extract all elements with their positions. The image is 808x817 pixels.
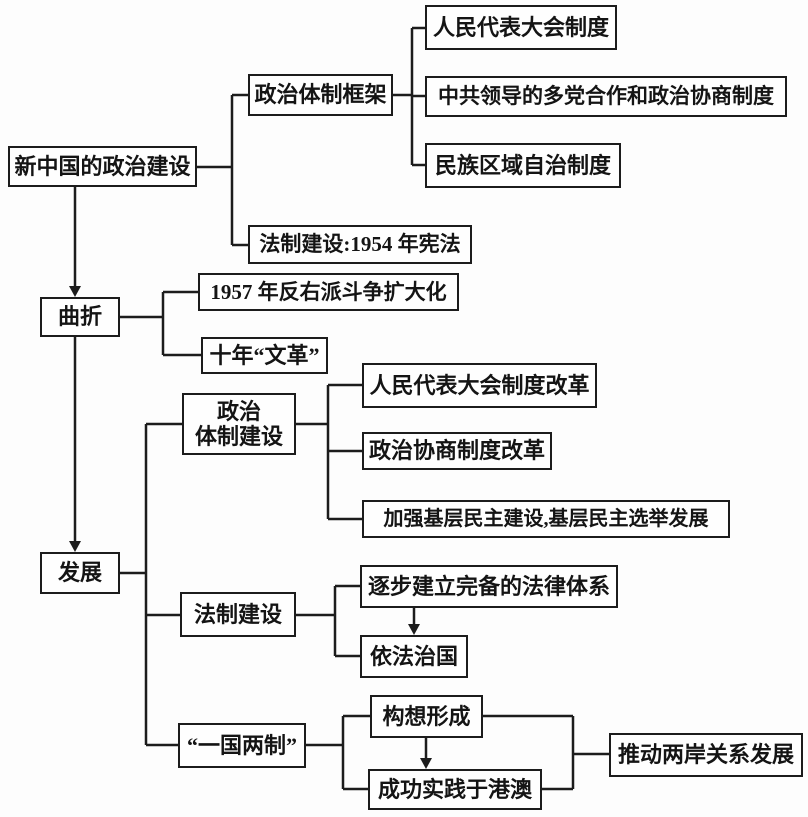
node-npc-system: 人民代表大会制度 <box>425 5 617 50</box>
arrow-down-icon <box>69 541 81 552</box>
arrow-down-icon <box>420 758 432 769</box>
node-rule-of-law-label: 依法治国 <box>369 643 458 669</box>
arrow-down-icon <box>69 286 81 297</box>
node-multiparty: 中共领导的多党合作和政治协商制度 <box>425 76 787 117</box>
node-concept-formed-label: 构想形成 <box>382 703 471 729</box>
node-framework-label: 政治体制框架 <box>254 82 387 108</box>
node-development: 发展 <box>40 552 120 594</box>
node-root: 新中国的政治建设 <box>8 146 197 187</box>
node-anti-rightist-label: 1957 年反右派斗争扩大化 <box>210 279 447 304</box>
node-cppcc-reform-label: 政治协商制度改革 <box>368 438 545 464</box>
arrow-down-icons <box>69 286 432 769</box>
node-root-label: 新中国的政治建设 <box>14 153 191 179</box>
node-cross-strait-label: 推动两岸关系发展 <box>617 742 794 768</box>
node-practice-hk-macau-label: 成功实践于港澳 <box>377 776 532 802</box>
node-political-system-dev-line1: 政治 <box>216 398 261 424</box>
node-one-country-two-systems: “一国两制” <box>178 723 306 768</box>
edge-lines <box>73 26 609 791</box>
node-framework: 政治体制框架 <box>248 74 393 116</box>
node-legal-system-label: 逐步建立完备的法律体系 <box>367 573 610 599</box>
node-npc-reform-label: 人民代表大会制度改革 <box>369 372 590 398</box>
node-rule-of-law: 依法治国 <box>360 635 468 678</box>
node-political-system-dev-line2: 体制建设 <box>194 424 283 449</box>
node-grassroots-democracy: 加强基层民主建设,基层民主选举发展 <box>362 500 730 538</box>
node-development-label: 发展 <box>57 560 102 586</box>
node-grassroots-democracy-label: 加强基层民主建设,基层民主选举发展 <box>383 507 709 530</box>
node-cultural-revolution-label: 十年“文革” <box>209 342 320 368</box>
node-legal-dev-label: 法制建设 <box>193 601 282 627</box>
node-twists: 曲折 <box>40 297 120 337</box>
node-multiparty-label: 中共领导的多党合作和政治协商制度 <box>438 84 774 109</box>
node-legal-dev: 法制建设 <box>180 592 296 637</box>
node-legal-system: 逐步建立完备的法律体系 <box>360 565 618 608</box>
node-anti-rightist: 1957 年反右派斗争扩大化 <box>198 273 459 311</box>
node-concept-formed: 构想形成 <box>370 695 483 738</box>
node-twists-label: 曲折 <box>57 304 102 330</box>
arrow-down-icon <box>408 624 420 635</box>
node-npc-reform: 人民代表大会制度改革 <box>362 363 597 408</box>
node-practice-hk-macau: 成功实践于港澳 <box>368 769 542 810</box>
node-political-system-dev: 政治 体制建设 <box>182 393 296 455</box>
node-npc-system-label: 人民代表大会制度 <box>432 14 609 40</box>
node-legal-1954-label: 法制建设:1954 年宪法 <box>259 232 461 257</box>
node-cross-strait: 推动两岸关系发展 <box>609 733 803 777</box>
node-cultural-revolution: 十年“文革” <box>201 337 328 374</box>
node-ethnic-autonomy-label: 民族区域自治制度 <box>434 152 611 178</box>
node-one-country-two-systems-label: “一国两制” <box>186 732 297 758</box>
node-legal-1954: 法制建设:1954 年宪法 <box>248 225 472 264</box>
node-ethnic-autonomy: 民族区域自治制度 <box>425 143 621 188</box>
node-cppcc-reform: 政治协商制度改革 <box>362 432 552 470</box>
